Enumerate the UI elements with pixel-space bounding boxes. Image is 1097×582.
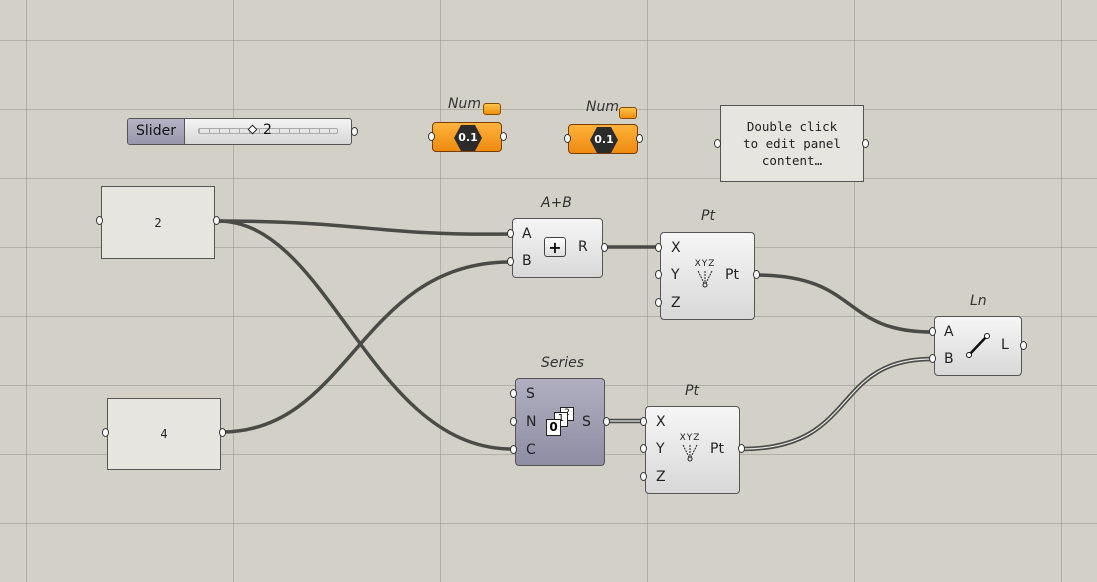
line-output-l: L: [1001, 337, 1009, 353]
pt-top-grip-pt[interactable]: [753, 270, 760, 279]
num-1-input-grip[interactable]: [428, 132, 435, 141]
pt-top-grip-z[interactable]: [655, 298, 662, 307]
pt-bottom-grip-z[interactable]: [640, 472, 647, 481]
panel-2-output-grip[interactable]: [213, 216, 220, 225]
panel-value-2[interactable]: 2: [101, 186, 215, 259]
construct-point-component-top[interactable]: X Y Z XYZ Pt: [660, 232, 755, 320]
number-param-2[interactable]: 0.1: [568, 124, 638, 154]
xyz-icon-text: XYZ: [694, 259, 716, 269]
addition-grip-b[interactable]: [507, 257, 514, 266]
pt-top-nickname: Pt: [701, 208, 715, 224]
pt-bottom-input-z: Z: [656, 469, 666, 485]
addition-grip-r[interactable]: [601, 243, 608, 252]
num-2-tag-icon: [619, 107, 637, 119]
addition-component[interactable]: A B + R: [512, 218, 603, 278]
num-2-input-grip[interactable]: [564, 134, 571, 143]
series-input-n: N: [526, 414, 537, 430]
note-panel-text: Double click to edit panel content…: [743, 118, 841, 169]
series-grip-n[interactable]: [510, 417, 517, 426]
pt-bottom-output: Pt: [710, 441, 724, 457]
panel-value-4[interactable]: 4: [107, 398, 221, 470]
pt-top-input-x: X: [671, 240, 681, 256]
pt-bottom-input-y: Y: [656, 441, 665, 457]
series-output-s: S: [582, 414, 591, 430]
xyz-point-icon: XYZ: [690, 259, 720, 289]
panel-2-input-grip[interactable]: [96, 216, 103, 225]
wire-pt-to-line-a[interactable]: [755, 273, 933, 334]
pt-top-grip-x[interactable]: [655, 243, 662, 252]
num-2-nickname: Num: [586, 99, 619, 115]
line-icon: [966, 333, 990, 358]
plus-icon: +: [544, 237, 566, 257]
line-grip-a[interactable]: [929, 327, 936, 336]
note-panel-output-grip[interactable]: [862, 139, 869, 148]
wire-2-to-series-c[interactable]: [217, 219, 513, 451]
panel-4-input-grip[interactable]: [102, 428, 109, 437]
panel-value-text: 2: [154, 215, 162, 230]
line-component[interactable]: A B L: [934, 316, 1022, 376]
slider-value: 2: [263, 122, 272, 138]
num-1-output-grip[interactable]: [500, 132, 507, 141]
wire-4-to-addition-b[interactable]: [221, 260, 511, 434]
line-grip-l[interactable]: [1020, 341, 1027, 350]
series-input-c: C: [526, 442, 536, 458]
pt-bottom-grip-x[interactable]: [640, 417, 647, 426]
addition-grip-a[interactable]: [507, 229, 514, 238]
pt-top-input-y: Y: [671, 267, 680, 283]
addition-nickname: A+B: [541, 195, 572, 211]
panel-4-output-grip[interactable]: [219, 428, 226, 437]
pt-bottom-nickname: Pt: [685, 383, 699, 399]
xyz-icon-lines: [682, 444, 698, 462]
addition-input-b: B: [522, 253, 532, 269]
slider-output-grip[interactable]: [351, 127, 358, 136]
series-nickname: Series: [541, 355, 585, 371]
pt-top-output: Pt: [725, 267, 739, 283]
number-hex-icon: 0.1: [454, 125, 482, 151]
num-2-output-grip[interactable]: [636, 134, 643, 143]
addition-input-a: A: [522, 226, 532, 242]
note-panel-input-grip[interactable]: [714, 139, 721, 148]
xyz-icon-lines: [697, 270, 713, 288]
slider-track[interactable]: [198, 128, 338, 134]
pt-top-input-z: Z: [671, 295, 681, 311]
line-input-a: A: [944, 324, 954, 340]
pt-top-grip-y[interactable]: [655, 270, 662, 279]
wire-pt-to-line-b-inner: [741, 358, 933, 450]
series-component[interactable]: S N C 2 1 0 S: [515, 378, 605, 466]
series-grip-c[interactable]: [510, 445, 517, 454]
panel-value-text: 4: [160, 427, 168, 441]
series-icon: 2 1 0: [546, 407, 576, 437]
note-line: Double click to edit panel content…: [743, 119, 841, 168]
wire-pt-to-line-b[interactable]: [741, 356, 933, 452]
line-input-b: B: [944, 351, 954, 367]
num-1-tag-icon: [483, 103, 501, 115]
line-nickname: Ln: [970, 293, 987, 309]
xyz-point-icon: XYZ: [675, 433, 705, 463]
series-grip-out[interactable]: [603, 417, 610, 426]
series-input-s: S: [526, 386, 535, 402]
pt-bottom-input-x: X: [656, 414, 666, 430]
number-param-1[interactable]: 0.1: [432, 122, 502, 152]
pt-bottom-grip-y[interactable]: [640, 444, 647, 453]
construct-point-component-bottom[interactable]: X Y Z XYZ Pt: [645, 406, 740, 494]
line-grip-b[interactable]: [929, 354, 936, 363]
num-1-nickname: Num: [448, 96, 481, 112]
addition-output-r: R: [578, 239, 588, 255]
series-grip-s[interactable]: [510, 389, 517, 398]
number-hex-icon: 0.1: [590, 127, 618, 153]
slider-label: Slider: [128, 119, 185, 144]
wire-2-to-addition-a[interactable]: [217, 219, 511, 236]
xyz-icon-text: XYZ: [679, 433, 701, 443]
note-panel[interactable]: Double click to edit panel content…: [720, 105, 864, 182]
number-slider[interactable]: Slider 2: [127, 118, 352, 145]
pt-bottom-grip-pt[interactable]: [738, 444, 745, 453]
series-digit: 0: [546, 419, 561, 436]
